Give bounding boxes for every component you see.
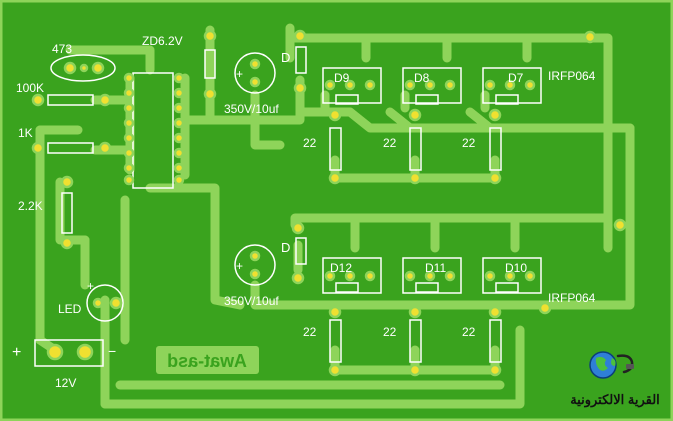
mosfet-d8-outline xyxy=(402,67,462,104)
mirrored-text-block: Awat-asd xyxy=(156,346,259,374)
label-gate-resistor: 22 xyxy=(462,325,476,339)
solder-pads xyxy=(31,29,627,377)
label-gate-resistor: 22 xyxy=(383,325,397,339)
silkscreen xyxy=(34,46,542,367)
cap-top-outline xyxy=(234,52,276,94)
mosfet-d11-outline xyxy=(402,257,462,294)
zener-outline xyxy=(204,49,216,79)
label-cap-top: 350V/10uf xyxy=(224,102,279,116)
label-diode-bottom: D xyxy=(281,240,290,255)
d8-diode-mark xyxy=(415,94,439,105)
label-d7: D7 xyxy=(508,71,524,85)
label-d12: D12 xyxy=(330,261,352,275)
label-mosfet-bottom: IRFP064 xyxy=(548,291,596,305)
label-mosfet-top: IRFP064 xyxy=(548,69,596,83)
gate-resistor-outline xyxy=(329,319,342,363)
label-resistor-2k2: 2.2K xyxy=(18,199,43,213)
label-diode-top: D xyxy=(281,50,290,65)
arabic-logo-text: القرية الالكترونية xyxy=(570,392,660,408)
mirrored-signature: Awat-asd xyxy=(167,351,247,371)
label-gate-resistor: 22 xyxy=(303,136,317,150)
logo: القرية الالكترونية xyxy=(570,351,660,408)
label-trimmer-473: 473 xyxy=(52,42,72,56)
label-resistor-100k: 100K xyxy=(16,81,44,95)
ic-outline xyxy=(132,72,174,189)
label-resistor-1k: 1K xyxy=(18,126,33,140)
led-outline xyxy=(86,284,124,322)
d10-diode-mark xyxy=(495,282,519,293)
label-cap-bottom: 350V/10uf xyxy=(224,294,279,308)
resistor-2k2-outline xyxy=(61,192,73,234)
label-plus-power: + xyxy=(12,344,21,361)
label-d9: D9 xyxy=(334,71,350,85)
mosfet-d10-outline xyxy=(482,257,542,294)
label-gate-resistor: 22 xyxy=(383,136,397,150)
label-gate-resistor: 22 xyxy=(462,136,476,150)
diode-bottom-outline xyxy=(295,237,307,265)
globe-icon xyxy=(589,351,634,379)
label-d10: D10 xyxy=(505,261,527,275)
resistor-100k-outline xyxy=(47,94,94,106)
diode-top-outline xyxy=(295,46,307,74)
label-plus-led: + xyxy=(87,279,94,293)
label-plus-cap-bottom: + xyxy=(236,259,243,273)
d9-diode-mark xyxy=(335,94,359,105)
gate-resistor-outline xyxy=(329,127,342,171)
label-gate-resistor: 22 xyxy=(303,325,317,339)
gate-resistor-outline xyxy=(489,127,502,171)
resistor-1k-outline xyxy=(47,142,94,154)
gate-resistor-outline xyxy=(489,319,502,363)
label-d8: D8 xyxy=(414,71,430,85)
power-connector-outline xyxy=(34,339,104,367)
label-minus-power: − xyxy=(108,343,116,359)
label-led: LED xyxy=(58,302,82,316)
trimmer-473-outline xyxy=(50,54,116,82)
mosfet-d7-outline xyxy=(482,67,542,104)
cap-bottom-outline xyxy=(234,244,276,286)
d11-diode-mark xyxy=(415,282,439,293)
label-d11: D11 xyxy=(425,261,446,275)
gate-resistor-outline xyxy=(409,319,422,363)
label-zener: ZD6.2V xyxy=(142,34,183,48)
mosfet-d12-outline xyxy=(322,257,382,294)
label-plus-cap-top: + xyxy=(236,67,243,81)
gate-resistor-outline xyxy=(409,127,422,171)
label-12v: 12V xyxy=(55,376,76,390)
d12-diode-mark xyxy=(335,282,359,293)
mosfet-d9-outline xyxy=(322,67,382,104)
d7-diode-mark xyxy=(495,94,519,105)
